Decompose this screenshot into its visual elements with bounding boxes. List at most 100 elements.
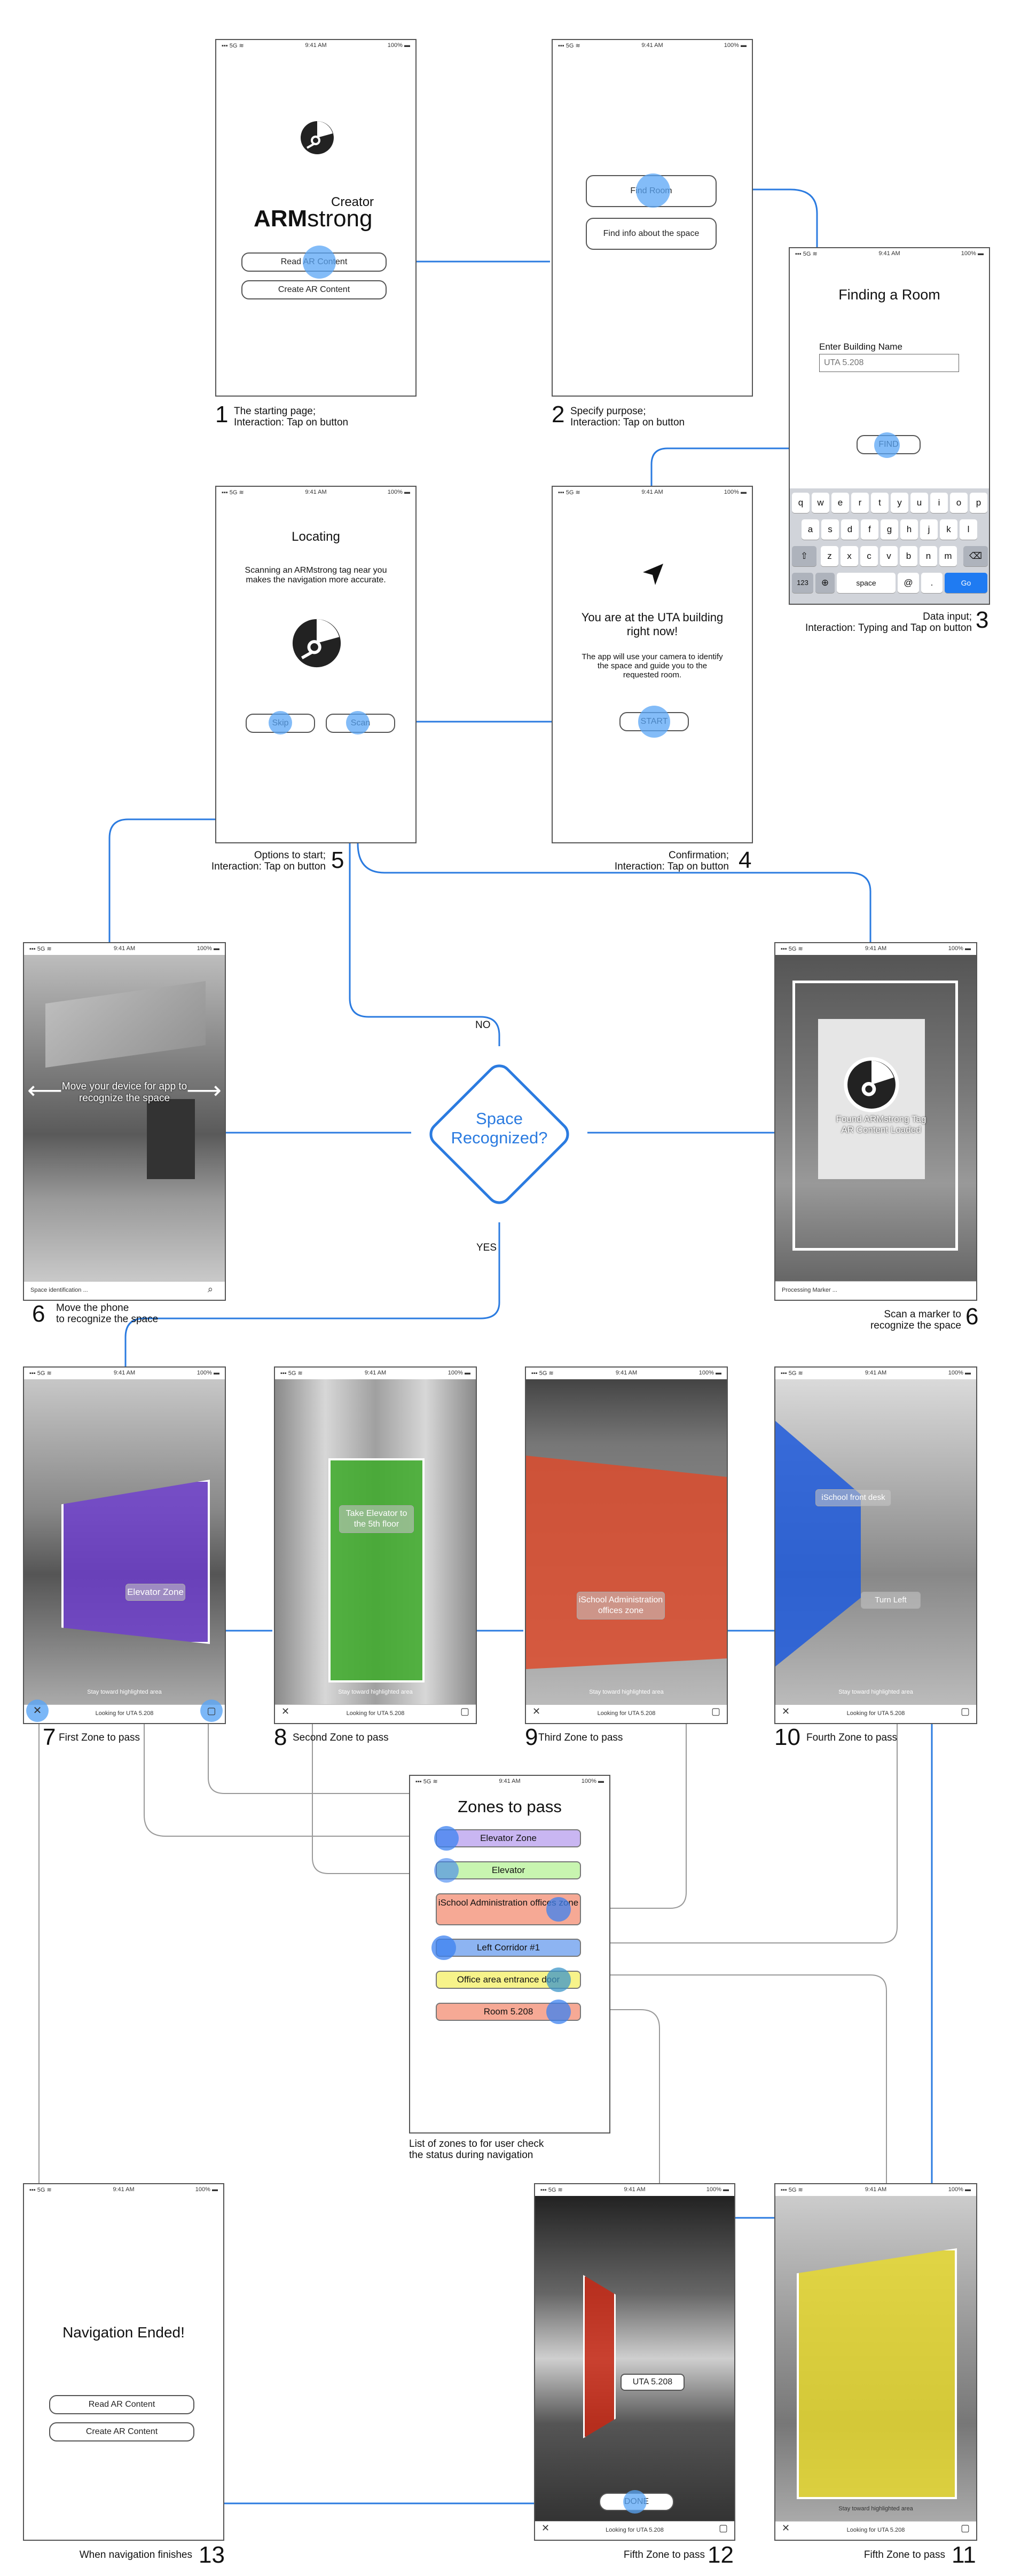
- gray-link-9: [563, 1721, 687, 1909]
- zone-item[interactable]: Elevator Zone: [436, 1829, 581, 1847]
- backspace-key[interactable]: ⌫: [963, 546, 988, 566]
- key-h[interactable]: h: [900, 519, 918, 540]
- numbers-key[interactable]: 123: [792, 573, 813, 593]
- key-k[interactable]: k: [940, 519, 957, 540]
- key-w[interactable]: w: [812, 493, 829, 513]
- scan-frame: [792, 981, 958, 1251]
- key-j[interactable]: j: [920, 519, 938, 540]
- hint-text: Stay toward highlighted area: [838, 1689, 913, 1695]
- map-icon[interactable]: ▢: [718, 2523, 728, 2533]
- zone-item[interactable]: Elevator: [436, 1861, 581, 1879]
- page-title: Finding a Room: [838, 287, 940, 303]
- key-s[interactable]: s: [821, 519, 839, 540]
- key-i[interactable]: i: [930, 493, 948, 513]
- close-icon[interactable]: ✕: [281, 1706, 290, 1717]
- gray-link-7: [144, 1721, 443, 1837]
- key-b[interactable]: b: [900, 546, 917, 566]
- step-caption-1: The starting page;Interaction: Tap on bu…: [234, 406, 349, 428]
- key-g[interactable]: g: [881, 519, 898, 540]
- read-ar-content-button[interactable]: Read AR Content: [49, 2395, 194, 2414]
- key-f[interactable]: f: [861, 519, 878, 540]
- key-p[interactable]: p: [970, 493, 987, 513]
- decision-yes-label: YES: [476, 1242, 497, 1253]
- hint-text: Stay toward highlighted area: [589, 1689, 664, 1695]
- step-caption-2: Specify purpose;Interaction: Tap on butt…: [570, 406, 685, 428]
- key-n[interactable]: n: [920, 546, 937, 566]
- tap-indicator: [346, 711, 370, 734]
- page-title: Navigation Ended!: [62, 2324, 185, 2341]
- shift-key[interactable]: ⇧: [792, 546, 816, 566]
- step-caption-10: Fourth Zone to pass: [806, 1732, 898, 1743]
- map-icon[interactable]: ▢: [460, 1706, 469, 1717]
- create-ar-content-button[interactable]: Create AR Content: [241, 280, 387, 299]
- dot-key[interactable]: .: [921, 573, 943, 593]
- step-caption-4: Confirmation;Interaction: Tap on button: [614, 850, 729, 872]
- processing-text: Processing Marker ...: [782, 1287, 837, 1293]
- close-icon[interactable]: ✕: [782, 2523, 790, 2533]
- tap-indicator: [623, 2490, 647, 2514]
- step-number-6a: 6: [32, 1301, 45, 1327]
- key-u[interactable]: u: [910, 493, 928, 513]
- footer-text: Looking for UTA 5.208: [597, 1710, 656, 1717]
- zone-item[interactable]: Left Corridor #1: [436, 1939, 581, 1957]
- key-v[interactable]: v: [880, 546, 898, 566]
- map-icon[interactable]: ▢: [960, 1706, 970, 1717]
- key-x[interactable]: x: [841, 546, 858, 566]
- camera-view: [24, 955, 225, 1282]
- key-a[interactable]: a: [802, 519, 819, 540]
- close-icon[interactable]: ✕: [782, 1706, 790, 1717]
- key-c[interactable]: c: [860, 546, 878, 566]
- key-z[interactable]: z: [821, 546, 838, 566]
- highlight-zone: [797, 2248, 957, 2499]
- key-q[interactable]: q: [792, 493, 810, 513]
- key-m[interactable]: m: [939, 546, 957, 566]
- step-number-12: 12: [708, 2542, 734, 2568]
- hint-text: Stay toward highlighted area: [87, 1689, 162, 1695]
- map-icon[interactable]: ▢: [200, 1700, 223, 1722]
- step-number-7: 7: [43, 1724, 56, 1750]
- decision-diamond: [429, 1064, 569, 1204]
- camera-view: [775, 955, 976, 1282]
- map-icon[interactable]: ▢: [711, 1706, 720, 1717]
- at-key[interactable]: @: [898, 573, 919, 593]
- key-t[interactable]: t: [871, 493, 889, 513]
- space-key[interactable]: space: [837, 573, 896, 593]
- zone-status-indicator: [431, 1935, 456, 1960]
- step-caption-13: When navigation finishes: [79, 2549, 192, 2561]
- map-icon[interactable]: ▢: [960, 2523, 970, 2533]
- close-icon[interactable]: ✕: [26, 1700, 49, 1722]
- connector-2-3: [662, 188, 818, 248]
- find-info-button[interactable]: Find info about the space: [586, 218, 717, 250]
- key-r[interactable]: r: [851, 493, 869, 513]
- globe-key[interactable]: ⊕: [815, 573, 835, 593]
- key-e[interactable]: e: [831, 493, 849, 513]
- zone-label: Elevator Zone: [125, 1584, 185, 1601]
- key-l[interactable]: l: [960, 519, 977, 540]
- close-icon[interactable]: ✕: [541, 2523, 550, 2533]
- footer-text: Looking for UTA 5.208: [846, 1710, 905, 1717]
- close-icon[interactable]: ✕: [532, 1706, 541, 1717]
- key-y[interactable]: y: [891, 493, 908, 513]
- search-icon[interactable]: ⌕: [207, 1284, 213, 1294]
- go-key[interactable]: Go: [945, 573, 987, 593]
- key-d[interactable]: d: [841, 519, 859, 540]
- app-logo-text: ARMstrong: [254, 206, 373, 232]
- building-name-input[interactable]: [819, 354, 959, 372]
- key-o[interactable]: o: [950, 493, 968, 513]
- bottom-bar: Looking for UTA 5.208 ✕ ▢: [24, 1700, 225, 1723]
- create-ar-content-button[interactable]: Create AR Content: [49, 2422, 194, 2441]
- connector-5-scan: [357, 742, 871, 944]
- step-number-10: 10: [774, 1724, 800, 1750]
